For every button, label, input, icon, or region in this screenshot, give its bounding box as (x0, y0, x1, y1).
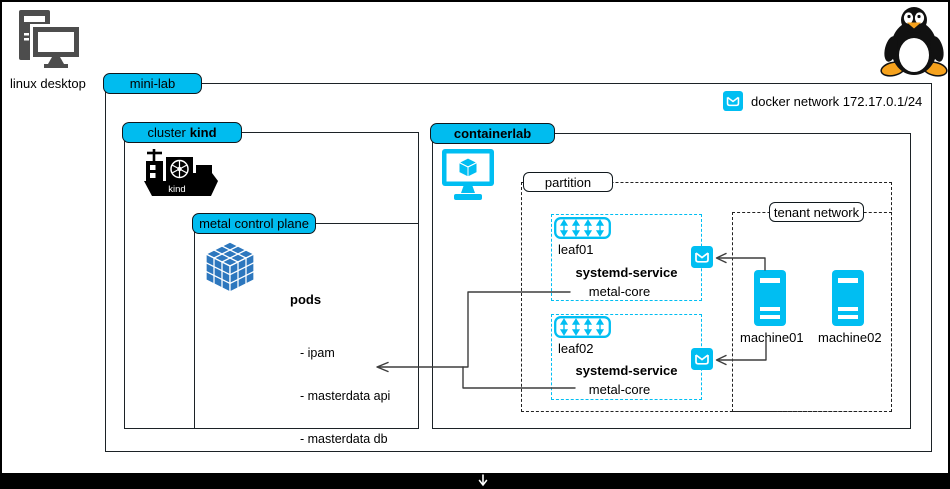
leaf02-service-title: systemd-service (575, 363, 678, 378)
containerlab-container (432, 133, 911, 429)
cluster-kind-label: cluster kind (122, 122, 242, 143)
minilab-label: mini-lab (103, 73, 202, 94)
kind-ship-label: kind (168, 184, 185, 195)
tux-penguin-icon (878, 5, 948, 79)
pods-list: - ipam - masterdata api - masterdata db … (300, 317, 390, 489)
leaf01-name: leaf01 (558, 242, 594, 257)
bottom-bar[interactable] (2, 473, 948, 489)
machine01-icon (754, 270, 786, 326)
pod-item: - ipam (300, 345, 335, 360)
docker-network-icon (723, 91, 743, 111)
kind-ship-icon: kind (140, 148, 224, 202)
metal-control-plane-label: metal control plane (192, 213, 316, 234)
leaf01-service-name: metal-core (588, 284, 651, 299)
linux-desktop-icon (16, 9, 82, 69)
containerlab-label: containerlab (430, 123, 555, 144)
leaf01-switch-icon (554, 217, 611, 239)
machine02-label: machine02 (818, 330, 882, 345)
leaf02-name: leaf02 (558, 341, 594, 356)
pods-title: pods (290, 292, 322, 307)
leaf02-switch-icon (554, 316, 611, 338)
leaf01-docker-icon (691, 246, 713, 268)
containerlab-monitor-icon (442, 149, 494, 202)
kubernetes-cube-icon (205, 241, 255, 294)
docker-network-label: docker network 172.17.0.1/24 (751, 94, 923, 109)
pod-item: - masterdata db (300, 432, 388, 447)
machine01-label: machine01 (740, 330, 804, 345)
minilab-container (105, 83, 932, 452)
pod-item: - masterdata api (300, 389, 391, 404)
leaf02-docker-icon (691, 348, 713, 370)
leaf01-service-title: systemd-service (575, 265, 678, 280)
expand-arrow-icon[interactable] (476, 473, 490, 489)
leaf02-service-name: metal-core (588, 382, 651, 397)
partition-label: partition (523, 172, 613, 192)
machine02-icon (832, 270, 864, 326)
tenant-network-label: tenant network (769, 202, 864, 222)
linux-desktop-label: linux desktop (10, 76, 86, 91)
